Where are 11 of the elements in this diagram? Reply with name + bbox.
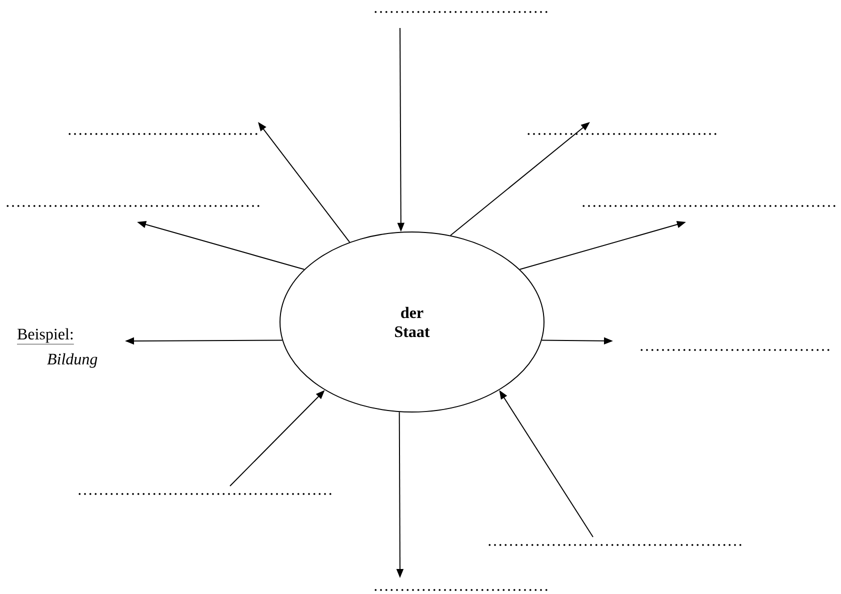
fill-in-line: ……………………………… <box>640 349 830 351</box>
example-heading: Beispiel: <box>16 328 74 344</box>
fill-in-line: …………………………… <box>374 589 548 591</box>
fill-in-line: ……………………………… <box>68 133 258 135</box>
fill-in-line: …………………………… <box>374 11 548 13</box>
fill-in-line: ………………………………………… <box>488 544 742 546</box>
fill-in-line: ………………………………………… <box>6 205 260 207</box>
ellipse-node: der Staat <box>280 232 544 412</box>
example-answer: Bildung <box>47 353 98 368</box>
fill-in-line: ………………………………………… <box>582 205 836 207</box>
fill-in-line: ………………………………………… <box>78 493 332 495</box>
